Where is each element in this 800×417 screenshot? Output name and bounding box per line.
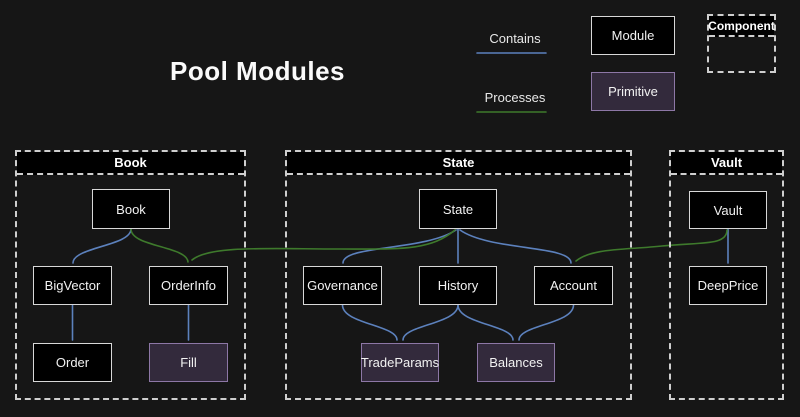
container-state: State	[285, 150, 632, 400]
node-deepprice: DeepPrice	[689, 266, 767, 305]
edge-book-contains-bigvector	[72, 228, 132, 264]
node-book: Book	[92, 189, 170, 229]
container-state-title: State	[287, 152, 630, 175]
node-tradeparams: TradeParams	[361, 343, 439, 382]
legend-component-sample: Component	[707, 14, 776, 73]
container-book-title: Book	[17, 152, 244, 175]
node-balances: Balances	[477, 343, 555, 382]
edge-governance-contains-tradeparams	[341, 304, 398, 341]
node-bigvector: BigVector	[33, 266, 112, 305]
edge-state-contains-account	[459, 229, 572, 264]
node-vault: Vault	[689, 191, 767, 229]
legend-contains-label: Contains	[489, 31, 541, 46]
node-order: Order	[33, 343, 112, 382]
container-book: Book	[15, 150, 246, 400]
edge-account-contains-balances	[518, 304, 575, 341]
node-state: State	[419, 189, 497, 229]
edge-vault-processes-account	[575, 229, 728, 262]
node-fill: Fill	[149, 343, 228, 382]
edge-state-contains-governance	[342, 229, 457, 264]
container-vault-title: Vault	[671, 152, 782, 175]
edge-history-contains-balances	[457, 304, 514, 341]
node-account: Account	[534, 266, 613, 305]
node-orderinfo: OrderInfo	[149, 266, 228, 305]
node-history: History	[419, 266, 497, 305]
container-vault: Vault	[669, 150, 784, 400]
edge-book-processes-orderinfo	[130, 228, 189, 263]
node-governance: Governance	[303, 266, 382, 305]
edge-history-contains-tradeparams	[402, 304, 459, 341]
legend-component-label: Component	[708, 16, 775, 37]
page-title: Pool Modules	[170, 56, 345, 86]
edge-state-processes-orderinfo	[191, 229, 456, 261]
legend-primitive-sample: Primitive	[591, 72, 675, 111]
legend-processes-label: Processes	[484, 90, 546, 105]
legend-module-sample: Module	[591, 16, 675, 55]
